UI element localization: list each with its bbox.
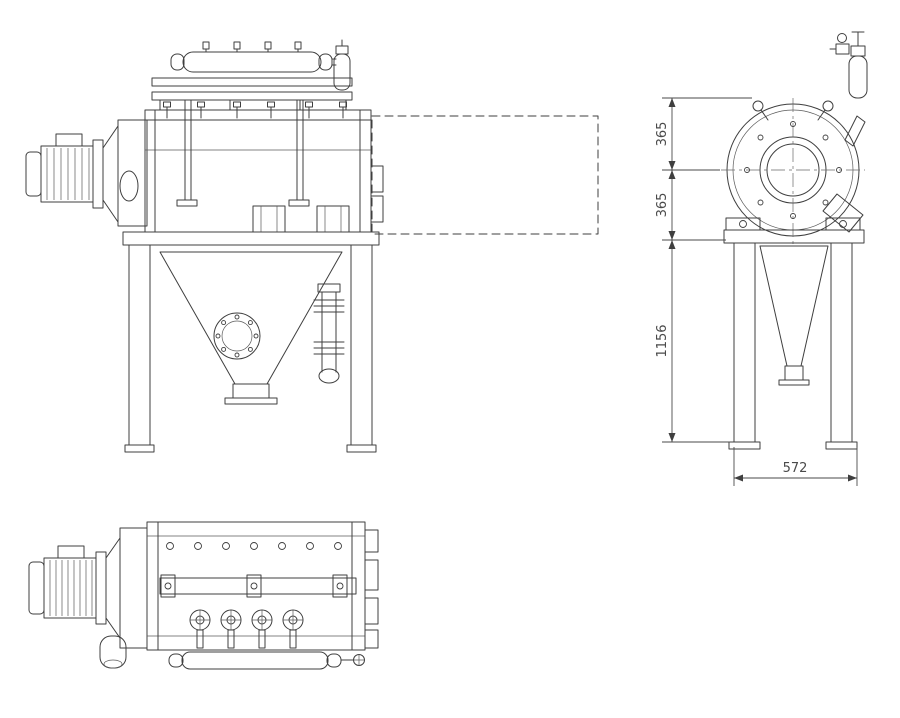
top-clamp-bar bbox=[159, 574, 357, 598]
front-tie-rods bbox=[176, 99, 310, 207]
side-stand bbox=[723, 217, 865, 450]
top-body bbox=[146, 521, 379, 651]
side-lifting-lugs bbox=[752, 100, 834, 121]
front-bearing-blocks bbox=[370, 165, 384, 223]
front-drum bbox=[144, 99, 384, 233]
side-chute bbox=[822, 193, 864, 233]
pullout-clearance-outline bbox=[371, 115, 599, 235]
side-drum-circle bbox=[721, 98, 865, 246]
front-top-manifold bbox=[151, 39, 353, 111]
front-view bbox=[25, 39, 599, 453]
front-drum-bolts bbox=[163, 101, 347, 119]
front-hopper bbox=[159, 251, 343, 405]
dimension-width-572: 572 bbox=[733, 447, 858, 486]
top-end-flanges bbox=[364, 529, 379, 649]
side-filter-assembly bbox=[829, 31, 868, 147]
dim-1156-label: 1156 bbox=[655, 324, 670, 357]
side-hopper bbox=[759, 245, 829, 386]
top-bottom-manifold bbox=[168, 651, 365, 670]
front-drain-pipe bbox=[313, 283, 345, 384]
dimension-vertical-chain: 365 365 1156 bbox=[655, 97, 752, 443]
front-feed-housing bbox=[102, 119, 148, 227]
top-hand-valves bbox=[189, 609, 304, 649]
top-feed-housing bbox=[99, 527, 148, 669]
top-view bbox=[28, 521, 379, 670]
dim-365-upper-label: 365 bbox=[655, 122, 670, 147]
dim-365-lower-label: 365 bbox=[655, 193, 670, 218]
front-motor bbox=[25, 133, 104, 209]
front-stand bbox=[122, 231, 380, 453]
top-bolt-row bbox=[166, 542, 342, 550]
dim-572-label: 572 bbox=[783, 461, 808, 476]
top-motor bbox=[28, 545, 107, 625]
side-view: 365 365 1156 572 bbox=[655, 31, 868, 486]
front-inspection-port bbox=[213, 312, 261, 360]
front-saddle-brackets bbox=[252, 205, 350, 233]
